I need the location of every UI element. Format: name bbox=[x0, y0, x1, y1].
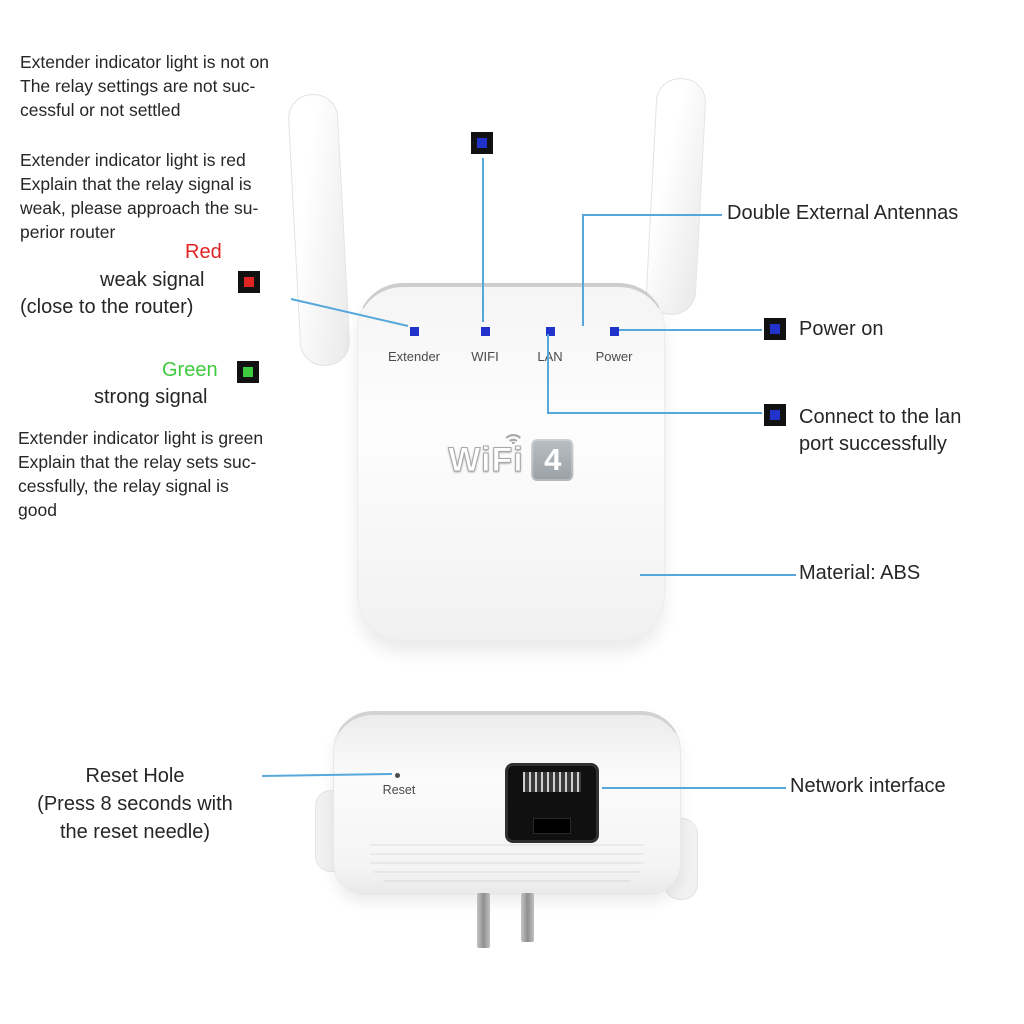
close-to-router-label: (close to the router) bbox=[20, 296, 194, 318]
device-bottom-view: Reset bbox=[333, 711, 681, 895]
wifi-led-label: WIFI bbox=[471, 349, 499, 364]
power-led-label: Power bbox=[595, 349, 633, 364]
wifi-logo-text: WiFi bbox=[448, 440, 524, 479]
annotation-power-on: Power on bbox=[799, 318, 884, 340]
extender-led-label: Extender bbox=[387, 349, 441, 364]
wifi-led bbox=[481, 327, 490, 336]
plug-prong-left bbox=[477, 893, 490, 948]
wifi-arcs-icon bbox=[505, 433, 522, 444]
power-on-marker bbox=[764, 318, 786, 340]
annotation-light-red: Extender indicator light is red Explain … bbox=[20, 150, 259, 242]
reset-label: Reset bbox=[382, 783, 416, 797]
annotation-light-green: Extender indicator light is green Explai… bbox=[18, 428, 264, 520]
device-front-view: Extender WIFI LAN Power WiFi 4 bbox=[357, 283, 665, 641]
lan-led bbox=[546, 327, 555, 336]
wifi4-logo: WiFi 4 bbox=[448, 433, 574, 481]
reset-hole bbox=[395, 773, 400, 778]
plug-prong-right bbox=[521, 893, 534, 942]
power-led bbox=[610, 327, 619, 336]
annotation-antennas: Double External Antennas bbox=[727, 202, 959, 224]
strong-signal-label: strong signal bbox=[94, 386, 208, 408]
antenna-right bbox=[644, 76, 708, 317]
annotation-network-interface: Network interface bbox=[790, 775, 946, 797]
ethernet-port bbox=[505, 763, 599, 843]
weak-signal-label: weak signal bbox=[100, 269, 205, 291]
red-state-label: Red bbox=[185, 241, 222, 263]
blue-led-icon bbox=[477, 138, 487, 148]
red-led-marker bbox=[238, 271, 260, 293]
extender-led bbox=[410, 327, 419, 336]
red-led-icon bbox=[244, 277, 254, 287]
ethernet-notch bbox=[533, 818, 571, 834]
wifi4-number-badge: 4 bbox=[531, 439, 574, 481]
wifi-led-marker bbox=[471, 132, 493, 154]
blue-led-icon bbox=[770, 324, 780, 334]
green-led-marker bbox=[237, 361, 259, 383]
green-led-icon bbox=[243, 367, 253, 377]
ethernet-pins bbox=[523, 772, 581, 792]
annotation-material: Material: ABS bbox=[799, 562, 921, 584]
annotation-light-not-on: Extender indicator light is not on The r… bbox=[20, 52, 270, 120]
vent-ridges bbox=[370, 844, 644, 884]
blue-led-icon bbox=[770, 410, 780, 420]
antenna-left bbox=[286, 92, 352, 368]
annotation-reset-hole: Reset Hole (Press 8 seconds with the res… bbox=[37, 765, 233, 843]
green-state-label: Green bbox=[162, 359, 218, 381]
lan-marker bbox=[764, 404, 786, 426]
annotation-lan-connect: Connect to the lan port successfully bbox=[799, 406, 962, 455]
lan-led-label: LAN bbox=[537, 349, 563, 364]
